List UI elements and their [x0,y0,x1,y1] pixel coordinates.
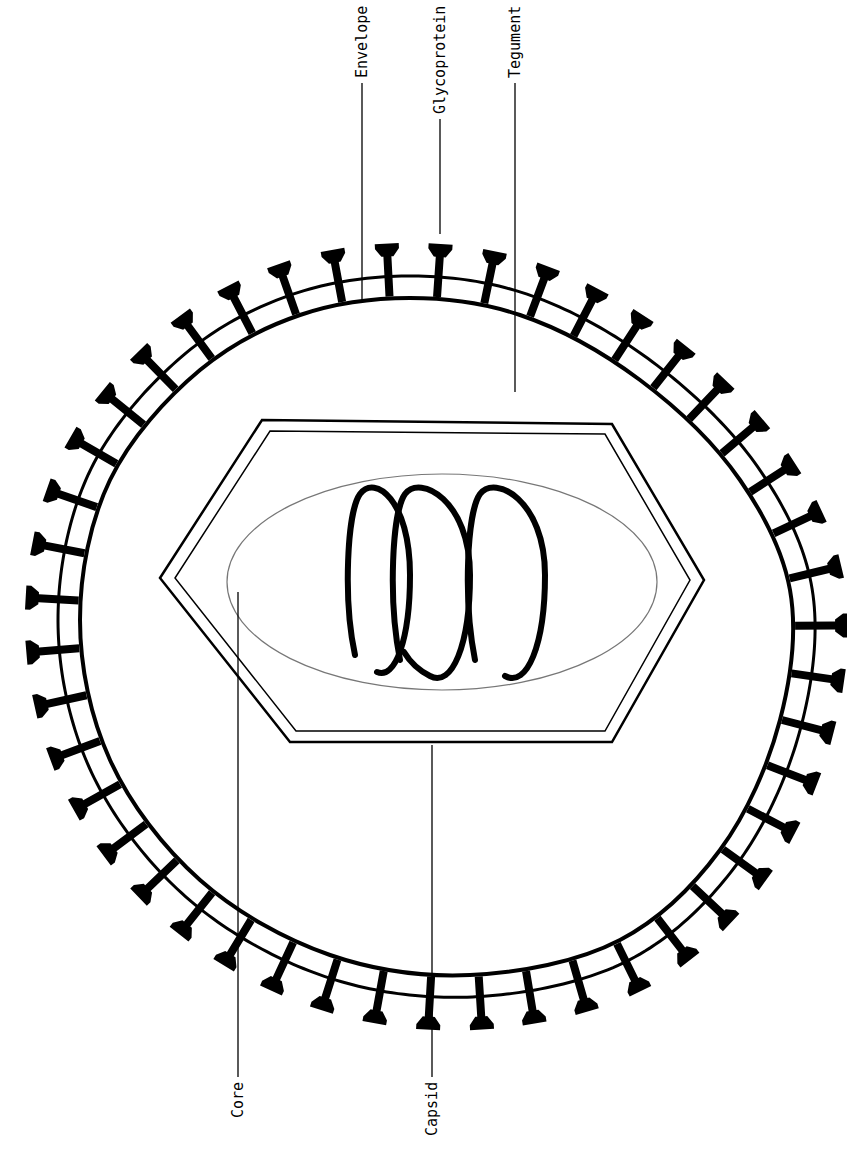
glycoprotein-spike [561,957,599,1015]
glycoprotein-spike [779,708,836,745]
glycoprotein-spike [310,956,349,1014]
glycoprotein-spike [25,585,79,612]
glycoprotein-spike [362,969,395,1025]
glycoprotein-spike [25,636,80,664]
core-outline [227,474,657,690]
leader-line [237,592,238,1077]
glycoprotein-spike [467,976,494,1030]
glycoprotein-spike [46,730,104,771]
glycoprotein-spike [321,248,354,304]
dna-coil [393,488,470,678]
leader-line [439,119,440,234]
glycoprotein-spike [32,684,89,719]
glycoprotein-spike [514,969,546,1025]
glycoprotein-spike [30,531,87,565]
glycoprotein-spike [43,478,101,518]
glycoprotein-spike [473,249,507,306]
envelope-membrane [80,298,793,975]
glycoprotein-spikes [25,243,847,1030]
part-label: Envelope [354,6,370,78]
capsid-inner [175,431,690,731]
glycoprotein-spike [795,613,847,637]
glycoprotein-spike [375,243,402,297]
leader-line [514,83,515,392]
envelope-outer-line [58,276,815,997]
dna-coils [348,488,545,678]
capsid-outer [160,420,704,742]
glycoprotein-spike [519,263,560,321]
leader-line [361,83,362,300]
part-label: Capsid [424,1082,440,1136]
glycoprotein-spike [425,243,453,298]
part-label: Glycoprotein [432,6,448,114]
glycoprotein-spike [416,976,443,1030]
glycoprotein-spike [787,554,844,590]
glycoprotein-spike [790,662,846,693]
glycoprotein-spike [267,260,307,318]
part-label: Core [230,1082,246,1118]
part-label: Tegument [507,6,523,78]
dna-coil [468,488,545,678]
leader-line [431,745,432,1077]
